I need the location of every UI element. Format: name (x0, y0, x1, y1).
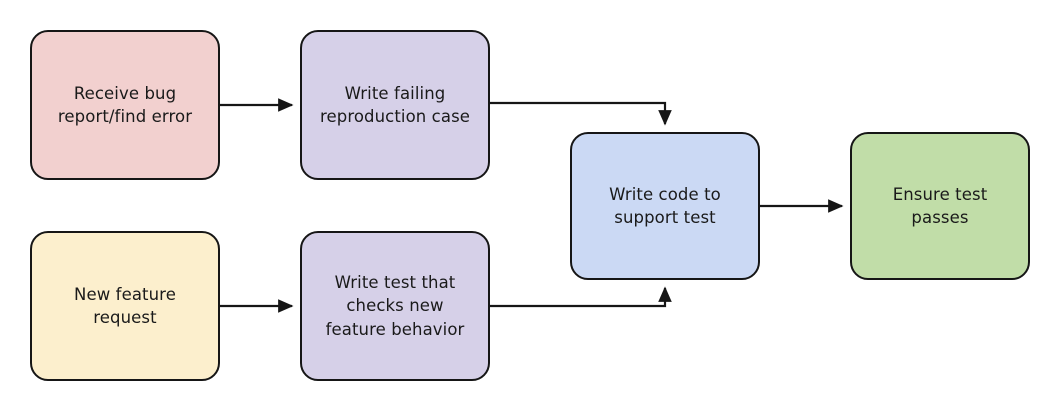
edge-repro-to-code (490, 101, 672, 126)
node-label: Write test that checks new feature behav… (325, 272, 465, 339)
node-write-code-to-support-test[interactable]: Write code to support test (570, 132, 760, 280)
edge-test-to-code (490, 286, 672, 308)
node-new-feature-request[interactable]: New feature request (30, 231, 220, 381)
node-label: New feature request (74, 284, 176, 327)
node-label: Ensure test passes (892, 184, 988, 227)
node-ensure-test-passes[interactable]: Ensure test passes (850, 132, 1030, 280)
node-label: Receive bug report/find error (57, 83, 193, 126)
node-write-test-checks-new-feature-behavior[interactable]: Write test that checks new feature behav… (300, 231, 490, 381)
node-label: Write code to support test (609, 184, 721, 227)
node-write-failing-reproduction-case[interactable]: Write failing reproduction case (300, 30, 490, 180)
node-receive-bug-report[interactable]: Receive bug report/find error (30, 30, 220, 180)
node-label: Write failing reproduction case (319, 83, 471, 126)
